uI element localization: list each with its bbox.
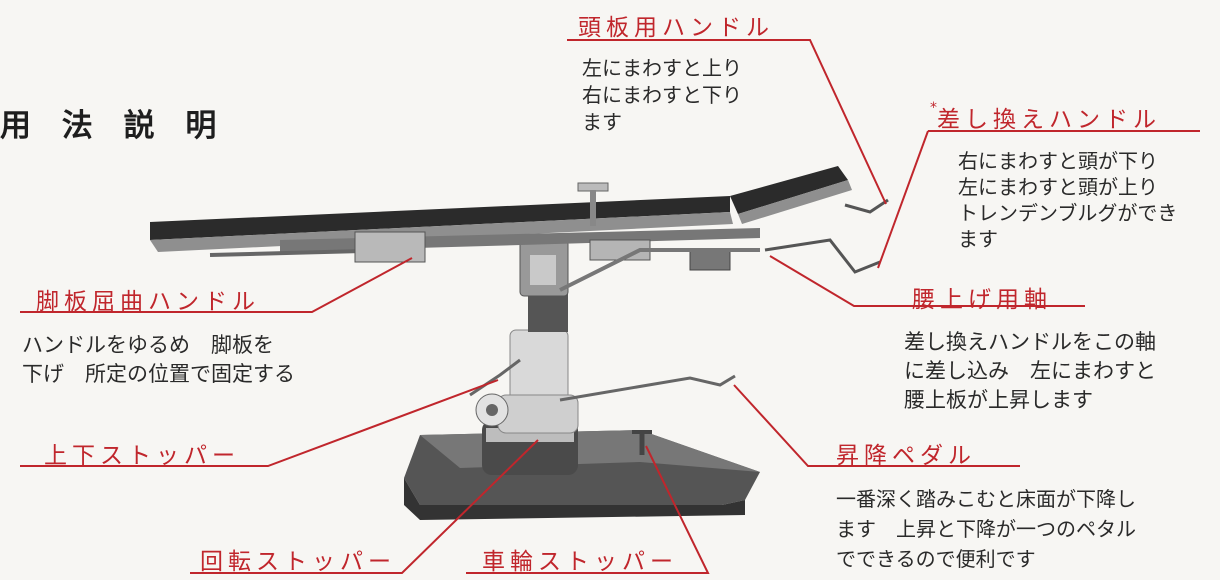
head-handle-desc: 左にまわすと上り 右にまわすと下り ます xyxy=(582,55,742,136)
swap-handle-label: *差し換えハンドル xyxy=(930,100,1161,134)
head-handle-label: 頭板用ハンドル xyxy=(578,15,774,41)
desc-line: ます xyxy=(958,227,998,251)
swap-handle-label-text: 差し換えハンドル xyxy=(937,107,1161,133)
desc-line: トレンデンブルグができ xyxy=(958,201,1178,225)
leader-waist-shaft xyxy=(769,255,1085,307)
rotate-stopper-label: 回転ストッパー xyxy=(200,549,396,575)
desc-line: 差し換えハンドルをこの軸 xyxy=(904,330,1156,354)
leader-foot-handle xyxy=(20,257,413,313)
leader-swap-handle xyxy=(877,130,929,269)
table-column xyxy=(475,239,579,475)
pedal-label: 昇降ペダル xyxy=(836,443,976,469)
desc-line: 右にまわすと下り xyxy=(582,83,742,107)
foot-handle-label: 脚板屈曲ハンドル xyxy=(36,289,260,315)
waist-shaft-label: 腰上げ用軸 xyxy=(912,287,1052,313)
wheel-stopper-label: 車輪ストッパー xyxy=(482,549,678,575)
desc-line: 腰上板が上昇します xyxy=(904,388,1093,412)
desc-line: 下げ 所定の位置で固定する xyxy=(22,362,295,386)
leader-updown-stopper xyxy=(20,379,499,467)
leader-pedal xyxy=(733,384,1020,467)
asterisk-mark: * xyxy=(930,100,937,116)
desc-line: 左にまわすと上り xyxy=(582,56,742,80)
leader-rotate-stopper xyxy=(190,439,539,574)
desc-line: ます xyxy=(582,110,622,134)
waist-shaft-desc: 差し換えハンドルをこの軸 に差し込み 左にまわすと 腰上板が上昇します xyxy=(904,328,1156,415)
page-title: 用 法 説 明 xyxy=(0,108,227,144)
desc-line: ます 上昇と下降が一つのペタル xyxy=(836,517,1136,541)
swap-handle-desc: 右にまわすと頭が下り 左にまわすと頭が上り トレンデンブルグができ ます xyxy=(958,148,1177,252)
desc-line: に差し込み 左にまわすと xyxy=(904,359,1156,383)
table-top xyxy=(150,166,889,455)
leader-head-handle xyxy=(567,39,887,205)
leader-lines xyxy=(20,39,1200,574)
desc-line: でできるので便利です xyxy=(836,547,1036,571)
pedal-desc: 一番深く踏みこむと床面が下降し ます 上昇と下降が一つのペタル でできるので便利… xyxy=(836,484,1136,574)
desc-line: 一番深く踏みこむと床面が下降し xyxy=(836,487,1136,511)
updown-stopper-label: 上下ストッパー xyxy=(44,443,240,469)
leader-wheel-stopper xyxy=(466,445,710,574)
foot-handle-desc: ハンドルをゆるめ 脚板を 下げ 所定の位置で固定する xyxy=(22,331,295,389)
desc-line: ハンドルをゆるめ 脚板を xyxy=(22,333,274,357)
desc-line: 右にまわすと頭が下り xyxy=(958,149,1158,173)
table-base xyxy=(404,430,760,520)
desc-line: 左にまわすと頭が上り xyxy=(958,175,1158,199)
